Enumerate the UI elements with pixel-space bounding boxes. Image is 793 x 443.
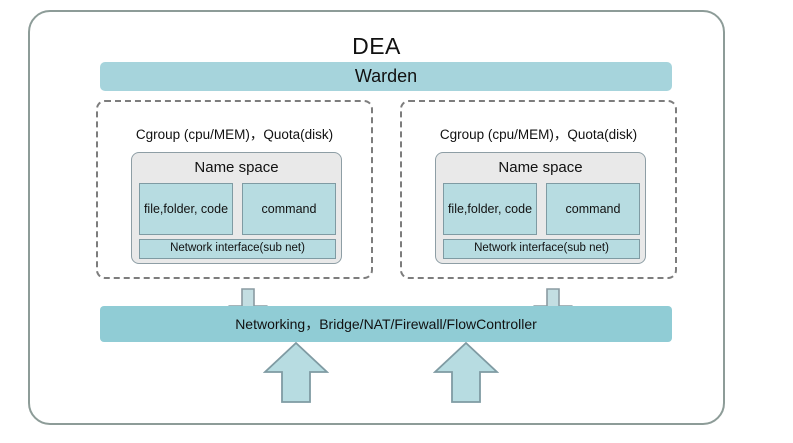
dea-title: DEA [352,33,401,59]
network-interface-box-right: Network interface(sub net) [443,239,640,259]
command-box-left: command [242,183,336,235]
cgroup-container-right: Cgroup (cpu/MEM)，Quota(disk) Name space … [400,100,677,279]
networking-bar: Networking，Bridge/NAT/Firewall/FlowContr… [100,306,672,342]
networking-label: Networking，Bridge/NAT/Firewall/FlowContr… [235,316,537,332]
up-arrow-right-icon [433,342,499,404]
files-box-right: file,folder, code [443,183,537,235]
dea-outer-frame: DEA Warden Cgroup (cpu/MEM)，Quota(disk) … [28,10,725,425]
up-arrow-left-icon [263,342,329,404]
warden-label: Warden [354,66,418,86]
warden-bar: Warden [100,62,672,91]
cgroup-label-left: Cgroup (cpu/MEM)，Quota(disk) [135,127,334,142]
files-box-left: file,folder, code [139,183,233,235]
command-box-right: command [546,183,640,235]
namespace-panel-left: Name space file,folder, code command Net… [131,152,342,264]
namespace-panel-right: Name space file,folder, code command Net… [435,152,646,264]
cgroup-label-right: Cgroup (cpu/MEM)，Quota(disk) [439,127,638,142]
namespace-title-left: Name space [194,159,279,176]
network-interface-box-left: Network interface(sub net) [139,239,336,259]
cgroup-container-left: Cgroup (cpu/MEM)，Quota(disk) Name space … [96,100,373,279]
namespace-title-right: Name space [498,159,583,176]
